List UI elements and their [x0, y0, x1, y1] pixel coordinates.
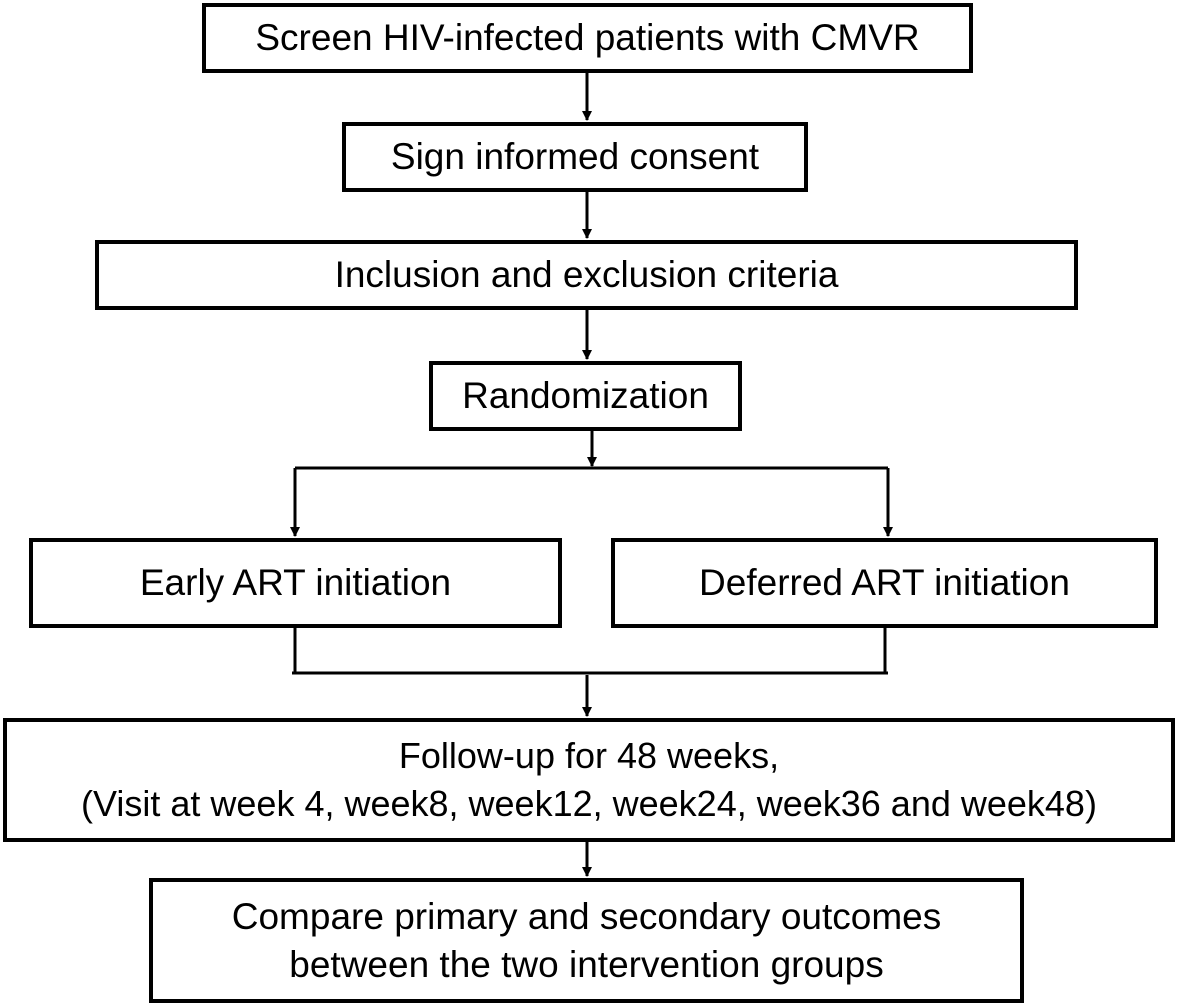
node-deferred-art-label: Deferred ART initiation: [699, 561, 1070, 603]
node-randomization-label: Randomization: [462, 374, 709, 416]
node-compare-line1: Compare primary and secondary outcomes: [231, 895, 942, 937]
node-screen-label: Screen HIV-infected patients with CMVR: [255, 16, 920, 58]
node-compare-outcomes: Compare primary and secondary outcomes b…: [149, 878, 1024, 1003]
node-early-art: Early ART initiation: [29, 538, 562, 628]
node-inclusion-exclusion: Inclusion and exclusion criteria: [95, 240, 1078, 310]
node-compare-line2: between the two intervention groups: [289, 943, 884, 985]
node-early-art-label: Early ART initiation: [139, 561, 452, 603]
node-followup-line1: Follow-up for 48 weeks,: [398, 735, 780, 776]
node-criteria-label: Inclusion and exclusion criteria: [334, 253, 839, 295]
node-consent-label: Sign informed consent: [390, 135, 760, 177]
node-randomization: Randomization: [429, 361, 742, 431]
node-deferred-art: Deferred ART initiation: [611, 538, 1158, 628]
node-follow-up: Follow-up for 48 weeks, (Visit at week 4…: [3, 718, 1175, 842]
node-screen-patients: Screen HIV-infected patients with CMVR: [202, 3, 973, 73]
node-informed-consent: Sign informed consent: [342, 122, 808, 192]
node-followup-line2: (Visit at week 4, week8, week12, week24,…: [81, 783, 1097, 824]
